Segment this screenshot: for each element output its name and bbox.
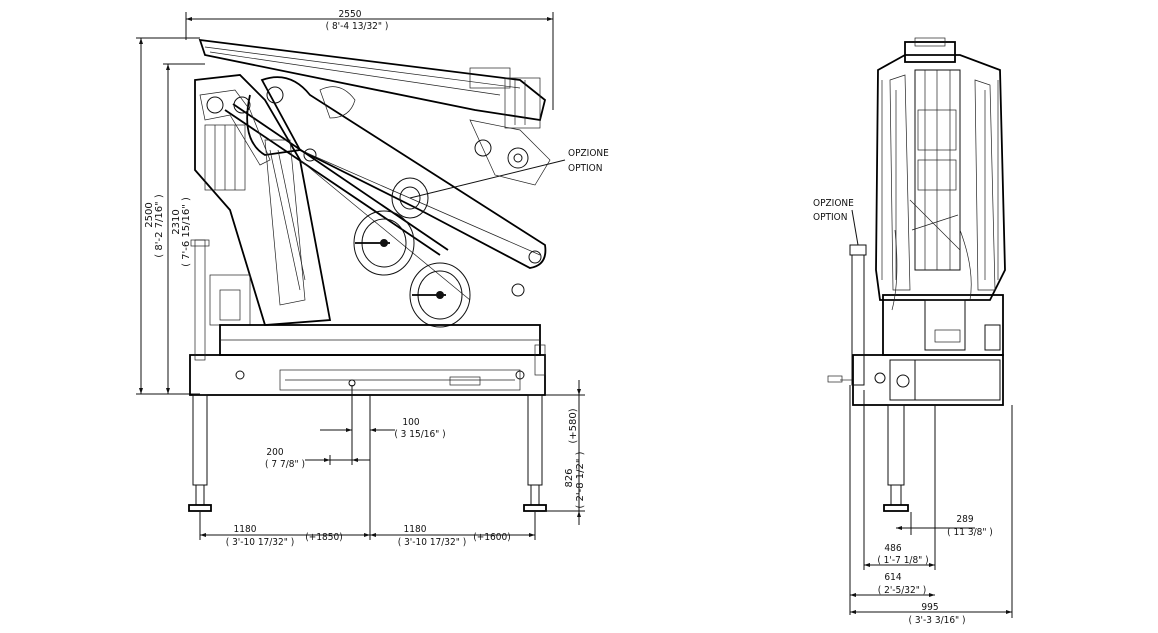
dim-995-imp: ( 3'-3 3/16" )	[908, 615, 965, 626]
dimension-289: 289 ( 11 3/8" )	[896, 512, 993, 538]
opzione-label-left: OPZIONE	[568, 148, 609, 159]
stabilizer-legs	[188, 394, 547, 512]
option-label-right: OPTION	[813, 212, 847, 223]
column	[194, 74, 332, 326]
dimension-outriggers: 1180 ( 3'-10 17/32" ) (+1850) 1180 ( 3'-…	[199, 512, 536, 548]
dim-2310-mm: 2310	[171, 209, 182, 234]
dimension-leg: (+580) 826 ( 2'-8 1/2" )	[545, 380, 586, 525]
crane-side-view: 2550 ( 8'-4 13/32" ) 2500 ( 8'-2 7/16" )…	[136, 9, 609, 548]
option-callout-left: OPZIONE OPTION	[409, 148, 609, 199]
dimension-200: 200 ( 7 7/8" )	[265, 447, 370, 470]
front-body	[827, 37, 1006, 512]
dim-614-imp: ( 2'-5/32" )	[878, 585, 927, 596]
dim-leg-stroke: (+580)	[568, 408, 579, 443]
dim-289-imp: ( 11 3/8" )	[947, 527, 993, 538]
dim-1180-right-imp: ( 3'-10 17/32" )	[398, 537, 467, 548]
dim-2550-imp: ( 8'-4 13/32" )	[326, 21, 389, 32]
base-frame	[189, 239, 546, 396]
dim-1180-left-imp: ( 3'-10 17/32" )	[226, 537, 295, 548]
boom-assembly	[198, 38, 551, 328]
opzione-label-right: OPZIONE	[813, 198, 854, 209]
dim-1180-left-mm: 1180	[234, 524, 257, 535]
dim-200-mm: 200	[266, 447, 283, 458]
dim-2310-imp: ( 7'-6 15/16" )	[181, 197, 192, 267]
dimension-2310: 2310 ( 7'-6 15/16" )	[163, 63, 205, 394]
dim-486-mm: 486	[884, 543, 901, 554]
dimension-100: 100 ( 3 15/16" )	[320, 385, 446, 540]
dim-826-imp: ( 2'-8 1/2" )	[575, 451, 586, 508]
dimension-486: 486 ( 1'-7 1/8" )	[863, 390, 936, 570]
dim-ext-right: (+1600)	[473, 532, 510, 543]
dim-2500-mm: 2500	[144, 202, 155, 227]
dim-200-imp: ( 7 7/8" )	[265, 459, 305, 470]
dimension-995: 995 ( 3'-3 3/16" )	[850, 405, 1013, 626]
dim-614-mm: 614	[884, 572, 901, 583]
dim-289-mm: 289	[956, 514, 973, 525]
dim-1180-right-mm: 1180	[404, 524, 427, 535]
dim-100-imp: ( 3 15/16" )	[394, 429, 445, 440]
dim-826-mm: 826	[564, 468, 575, 487]
dim-2550-mm: 2550	[339, 9, 362, 20]
dimension-2550: 2550 ( 8'-4 13/32" )	[185, 9, 554, 110]
dim-995-mm: 995	[921, 602, 938, 613]
option-label-left: OPTION	[568, 163, 602, 174]
dim-100-mm: 100	[402, 417, 419, 428]
dimension-614: 614 ( 2'-5/32" )	[849, 385, 935, 615]
dim-486-imp: ( 1'-7 1/8" )	[877, 555, 928, 566]
option-callout-right: OPZIONE OPTION	[813, 198, 859, 246]
crane-front-view: OPZIONE OPTION 289 ( 11 3/8" ) 486 ( 1'-…	[813, 37, 1013, 626]
dimension-2500: 2500 ( 8'-2 7/16" )	[136, 37, 200, 395]
dim-2500-imp: ( 8'-2 7/16" )	[154, 194, 165, 258]
dim-ext-left: (+1850)	[305, 532, 342, 543]
